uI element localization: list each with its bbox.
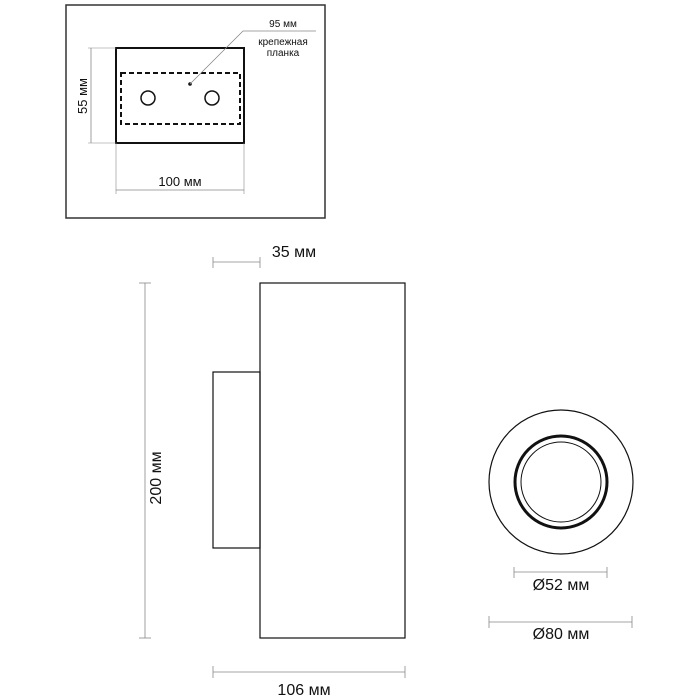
- screw-hole-right: [204, 90, 220, 106]
- mount-plate-panel: 95 мм крепежная планка 55 мм 100 мм: [65, 4, 326, 219]
- lamp-body-side: [259, 282, 406, 639]
- outer-circle: [488, 409, 634, 555]
- height-label: 200 мм: [148, 451, 165, 504]
- plate-width-dim-label: 100 мм: [158, 174, 201, 189]
- panel-frame: [65, 4, 326, 219]
- mount-base-side: [212, 371, 261, 549]
- plate-label-line1: крепежная: [258, 37, 308, 48]
- outer-diameter-label: Ø80 мм: [533, 626, 590, 643]
- inner-diameter-label: Ø52 мм: [533, 577, 590, 594]
- total-depth-label: 106 мм: [277, 682, 330, 699]
- inner-ring: [513, 434, 609, 530]
- side-view: 35 мм 200 мм 106 мм: [139, 244, 406, 699]
- plate-label-line2: планка: [267, 48, 300, 59]
- leader-line: [189, 30, 316, 85]
- lamp-base-outline: [115, 47, 245, 144]
- depth-label: 35 мм: [272, 244, 316, 261]
- lens-circle: [520, 441, 602, 523]
- front-view: Ø52 мм Ø80 мм: [488, 409, 634, 643]
- plate-width-label: 95 мм: [269, 19, 297, 30]
- screw-hole-left: [140, 90, 156, 106]
- plate-height-label: 55 мм: [75, 78, 90, 114]
- mounting-plate-dashed: [120, 72, 241, 125]
